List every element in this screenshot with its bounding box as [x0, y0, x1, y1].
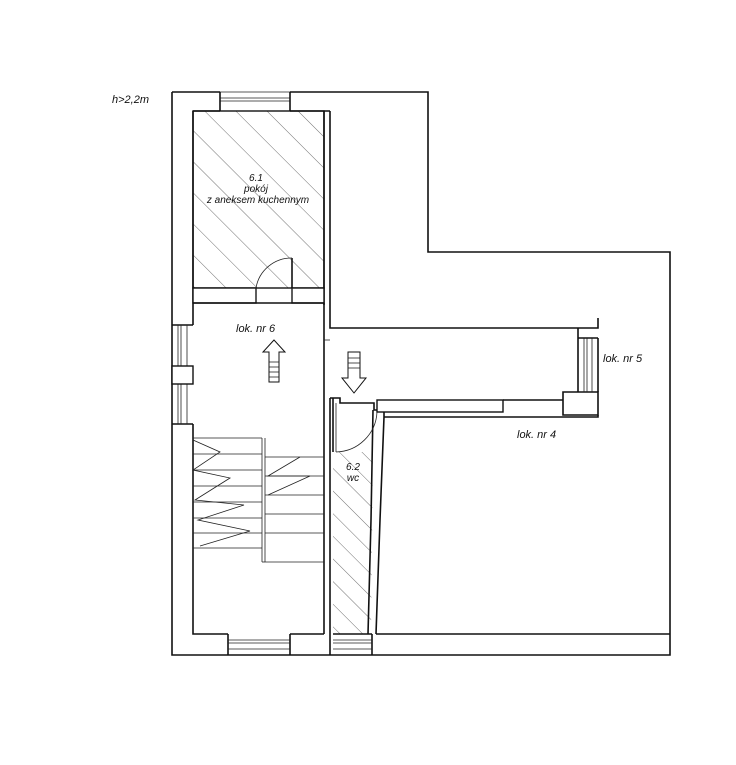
room-6-2	[332, 398, 385, 655]
arrow-up-icon	[261, 339, 287, 383]
window-left	[171, 324, 194, 425]
window-top	[219, 91, 291, 112]
room-6-1-name-1: pokój	[243, 184, 269, 195]
arrow-down-icon	[340, 351, 368, 394]
lok-4-space	[376, 415, 670, 635]
room-6-1-number: 6.1	[249, 173, 263, 184]
lok-4-label: lok. nr 4	[517, 429, 556, 441]
stairs	[191, 437, 324, 563]
room-6-1-name-2: z aneksem kuchennym	[206, 195, 309, 206]
lok-5-label: lok. nr 5	[603, 353, 643, 365]
corridor	[324, 318, 599, 417]
room-6-2-number: 6.2	[346, 462, 360, 473]
room-6-1	[192, 110, 331, 318]
stairwell	[193, 302, 331, 655]
height-note: h>2,2m	[112, 94, 149, 106]
lok-6-label: lok. nr 6	[236, 323, 276, 335]
room-6-2-name: wc	[347, 473, 359, 484]
